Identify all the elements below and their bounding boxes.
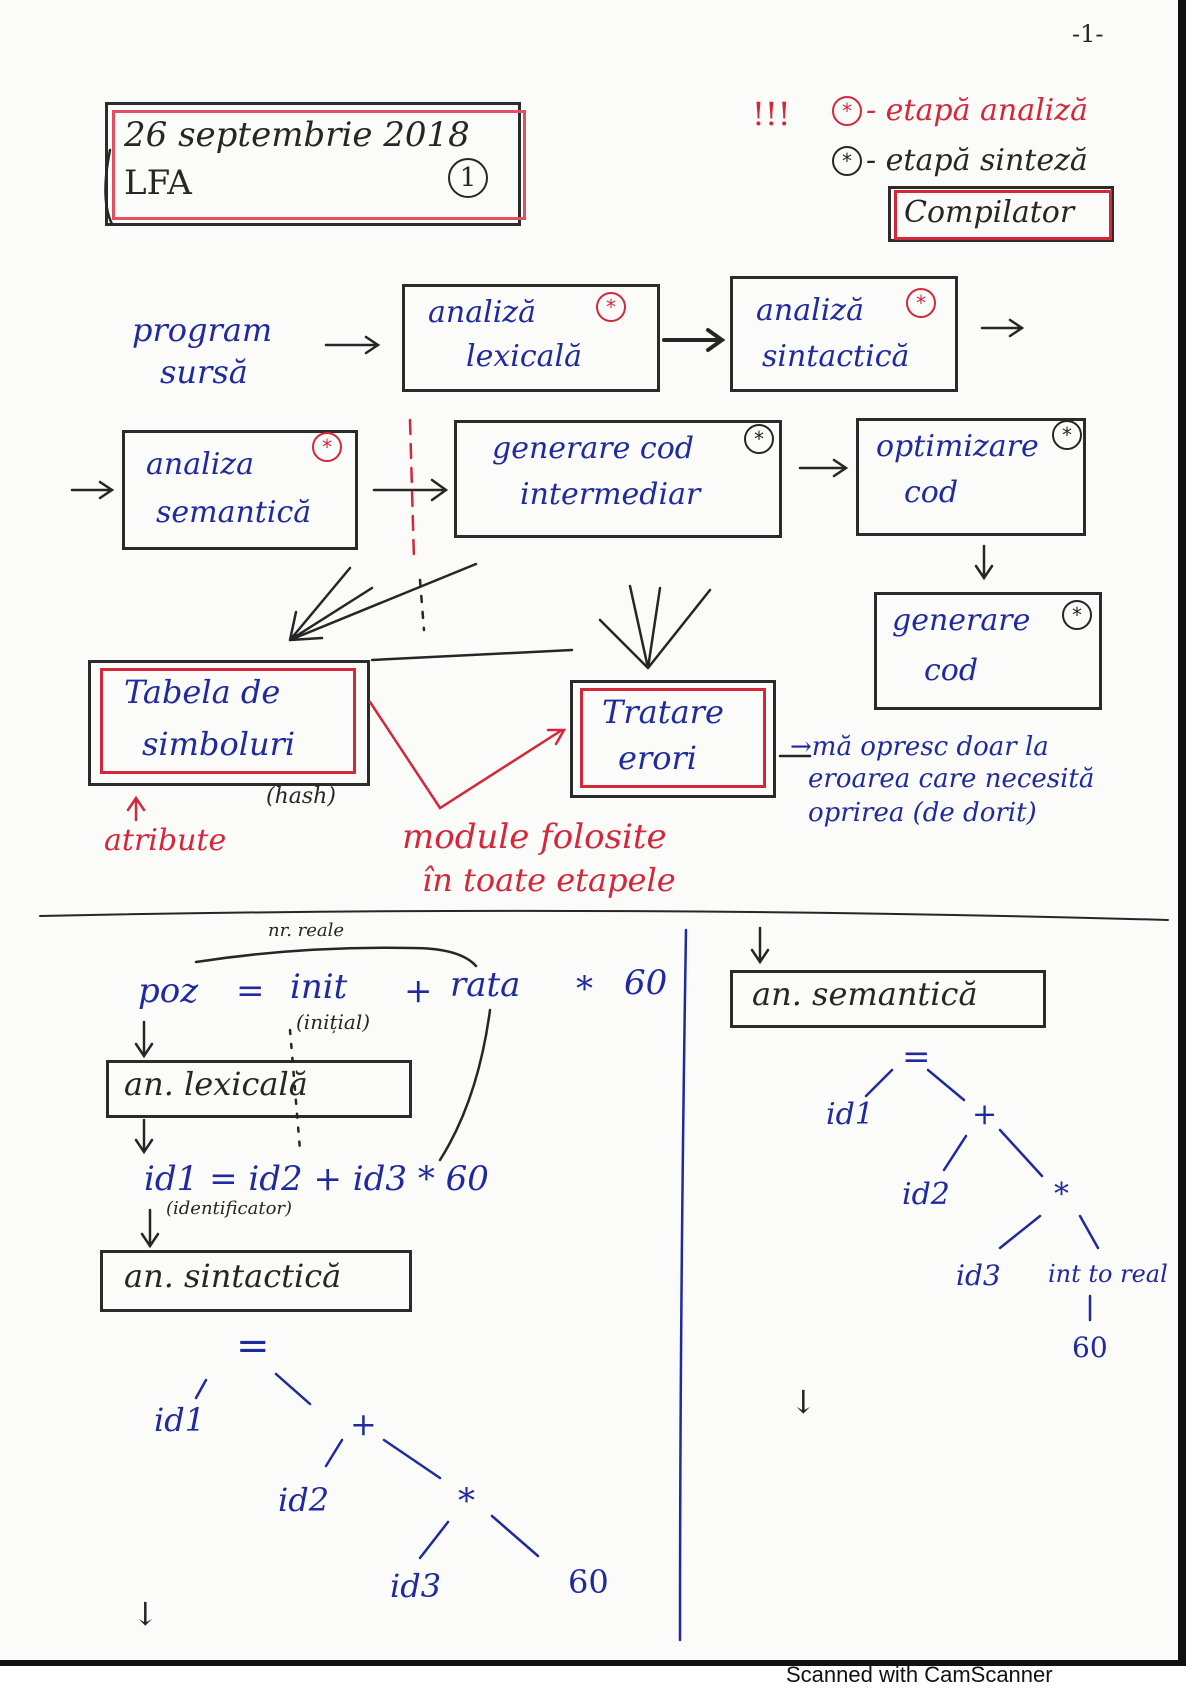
right-tree-root: = bbox=[902, 1037, 931, 1077]
right-tree-id3: id3 bbox=[956, 1259, 1001, 1292]
analysis-star-icon: * bbox=[832, 96, 862, 126]
right-continue-arrow: ↓ bbox=[790, 1383, 817, 1421]
intermediate-code-box bbox=[454, 420, 782, 538]
date-text: 26 septembrie 2018 bbox=[124, 115, 470, 155]
legend-synthesis: - etapă sinteză bbox=[866, 143, 1088, 178]
semantic-line2: semantică bbox=[156, 495, 312, 530]
semantic-box bbox=[730, 970, 1046, 1028]
error-handler-box bbox=[570, 680, 776, 798]
right-tree-int-to-real: int to real bbox=[1048, 1260, 1168, 1288]
semantic-analysis-box bbox=[122, 430, 358, 550]
page-number: -1- bbox=[1072, 20, 1104, 48]
source-line2: sursă bbox=[160, 353, 248, 391]
symbol-table-line1: Tabela de bbox=[124, 673, 281, 711]
left-tree-times: * bbox=[458, 1481, 475, 1521]
topic-box bbox=[888, 186, 1114, 242]
lexical-box-label: an. lexicală bbox=[124, 1065, 308, 1103]
syntactic-analysis-box bbox=[730, 276, 958, 392]
synthesis-star-icon: * bbox=[832, 146, 862, 176]
right-tree-id2: id2 bbox=[902, 1177, 950, 1212]
error-note-line2: eroarea care necesită bbox=[808, 764, 1095, 794]
right-tree-id1: id1 bbox=[826, 1097, 874, 1132]
expr-plus: + bbox=[404, 971, 433, 1011]
optimizer-line1: optimizare bbox=[876, 429, 1039, 464]
syntactic-line2: sintactică bbox=[762, 339, 910, 374]
error-handler-red-frame bbox=[580, 688, 766, 788]
right-tree-plus: + bbox=[972, 1097, 998, 1132]
legend-exclamation: !!! bbox=[752, 95, 791, 133]
codegen-line2: cod bbox=[924, 653, 979, 688]
right-tree-60: 60 bbox=[1072, 1331, 1108, 1364]
attributes-label: atribute bbox=[104, 823, 227, 858]
legend-analysis: - etapă analiză bbox=[866, 93, 1088, 128]
intermediate-synthesis-star-icon: * bbox=[744, 424, 774, 454]
symbol-table-red-frame bbox=[100, 668, 356, 774]
left-continue-arrow: ↓ bbox=[132, 1595, 159, 1633]
syntactic-box bbox=[100, 1250, 412, 1312]
left-tree-plus: + bbox=[350, 1405, 377, 1443]
intermediate-line2: intermediar bbox=[520, 477, 701, 512]
codegen-synthesis-star-icon: * bbox=[1062, 600, 1092, 630]
source-line1: program bbox=[132, 311, 273, 349]
semantic-analysis-star-icon: * bbox=[312, 432, 342, 462]
expr-60: 60 bbox=[624, 963, 668, 1003]
left-tree-root: = bbox=[236, 1323, 270, 1369]
semantic-line1: analiza bbox=[146, 447, 254, 482]
symbol-table-line2: simboluri bbox=[142, 725, 296, 763]
syntactic-analysis-star-icon: * bbox=[906, 288, 936, 318]
left-tree-id3: id3 bbox=[390, 1567, 442, 1605]
modules-note-line2: în toate etapele bbox=[422, 861, 676, 899]
lecture-number: 1 bbox=[448, 158, 488, 198]
modules-note-line1: module folosite bbox=[402, 817, 667, 857]
real-numbers-note: nr. reale bbox=[268, 920, 345, 941]
syntactic-box-label: an. sintactică bbox=[124, 1257, 342, 1295]
lexical-box bbox=[106, 1060, 412, 1118]
semantic-box-label: an. semantică bbox=[752, 975, 978, 1013]
left-tree-id1: id1 bbox=[154, 1401, 206, 1439]
error-note-line3: oprirea (de dorit) bbox=[808, 798, 1037, 828]
lexical-analysis-box bbox=[402, 284, 660, 392]
identifier-note: (identificator) bbox=[166, 1198, 293, 1219]
error-handler-line1: Tratare bbox=[602, 693, 724, 731]
tokens-line: id1 = id2 + id3 * 60 bbox=[144, 1159, 489, 1199]
symbol-table-box bbox=[88, 660, 370, 786]
course-text: LFA bbox=[124, 163, 192, 203]
lexical-analysis-star-icon: * bbox=[596, 292, 626, 322]
hash-note: (hash) bbox=[266, 784, 336, 809]
expr-times: * bbox=[576, 969, 593, 1009]
init-note: (inițial) bbox=[296, 1010, 371, 1034]
notebook-page: -1- 26 septembrie 2018 LFA 1 !!! * - eta… bbox=[0, 0, 1186, 1666]
date-box-red-frame bbox=[112, 110, 526, 220]
expr-poz: poz bbox=[138, 971, 199, 1011]
expr-equals: = bbox=[236, 971, 265, 1011]
codegen-line1: generare bbox=[892, 603, 1031, 638]
syntactic-line1: analiză bbox=[756, 293, 864, 328]
right-tree-times: * bbox=[1054, 1177, 1069, 1212]
optimizer-line2: cod bbox=[904, 475, 959, 510]
code-generation-box bbox=[874, 592, 1102, 710]
error-note-line1: →mă opresc doar la bbox=[790, 732, 1049, 762]
expr-rata: rata bbox=[450, 965, 521, 1005]
error-handler-line2: erori bbox=[618, 739, 698, 777]
lexical-line1: analiză bbox=[428, 295, 536, 330]
left-tree-60: 60 bbox=[568, 1563, 609, 1601]
topic-text: Compilator bbox=[904, 195, 1075, 230]
expr-init: init bbox=[290, 967, 348, 1007]
optimizer-box bbox=[856, 418, 1086, 536]
topic-box-red-frame bbox=[894, 190, 1112, 240]
lexical-line2: lexicală bbox=[466, 339, 583, 374]
intermediate-line1: generare cod bbox=[492, 431, 694, 466]
left-tree-id2: id2 bbox=[278, 1481, 330, 1519]
optimizer-synthesis-star-icon: * bbox=[1052, 420, 1082, 450]
scanner-footer: Scanned with CamScanner bbox=[786, 1662, 1053, 1687]
